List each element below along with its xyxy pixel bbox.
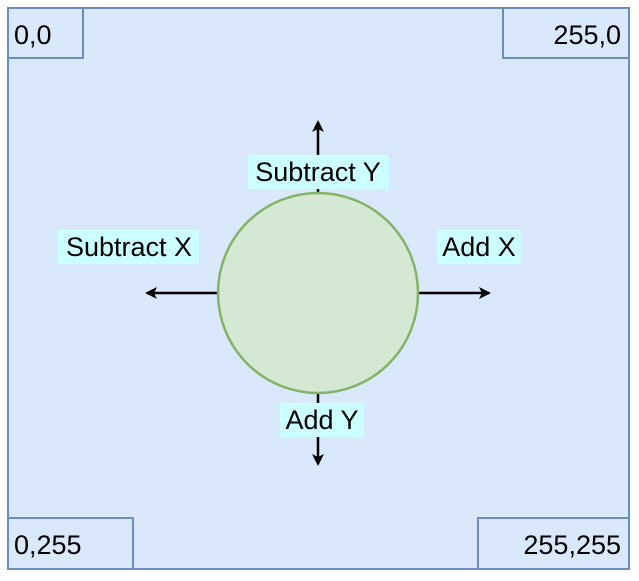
corner-label-top-right: 255,0 — [553, 20, 621, 50]
label-bg-add-x — [437, 230, 521, 264]
corner-label-top-left: 0,0 — [14, 20, 52, 50]
corner-box-top-right — [502, 7, 630, 59]
label-add-y: Add Y — [285, 405, 358, 435]
label-bg-add-y — [280, 403, 364, 437]
corner-box-bottom-right — [477, 517, 630, 570]
label-add-x: Add X — [442, 232, 516, 262]
position-circle — [216, 191, 420, 395]
label-bg-subtract-x — [58, 230, 199, 264]
corner-label-bottom-left: 0,255 — [14, 530, 82, 560]
corner-box-top-left — [7, 7, 84, 59]
corner-box-bottom-left — [7, 517, 134, 570]
label-subtract-x: Subtract X — [66, 232, 192, 262]
corner-label-bottom-right: 255,255 — [523, 530, 621, 560]
label-bg-subtract-y — [248, 155, 389, 189]
label-subtract-y: Subtract Y — [255, 157, 381, 187]
